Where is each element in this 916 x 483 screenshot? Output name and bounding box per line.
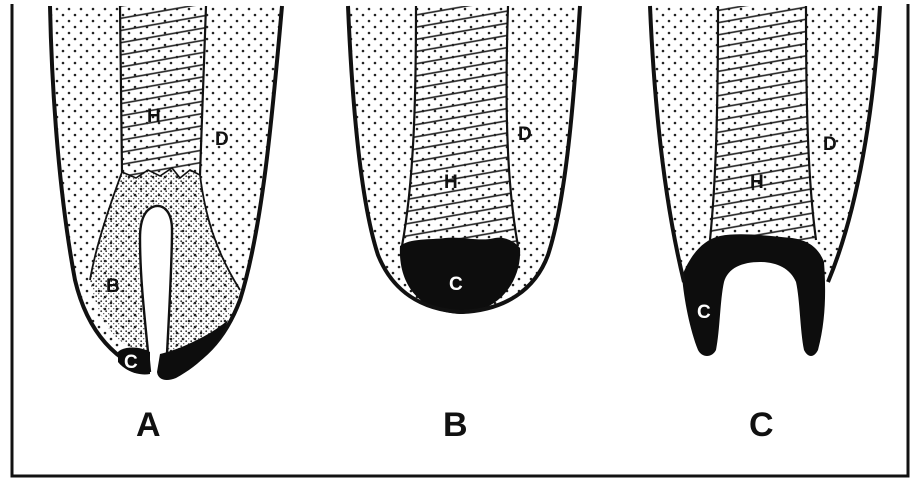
panel-b-label-h: H	[444, 172, 458, 193]
panel-a-label-h: H	[147, 106, 161, 127]
panel-b-label-d: D	[518, 124, 532, 145]
panel-c-label-h: H	[750, 172, 764, 193]
panel-a-label-b: B	[106, 276, 120, 297]
panel-b: H D C B	[348, 6, 580, 444]
panel-b-caption: B	[443, 406, 468, 444]
panel-c: H D C C	[650, 6, 880, 444]
panel-b-label-c: C	[449, 274, 463, 295]
panel-b-pulp-hatched	[402, 6, 518, 246]
panel-a-caption: A	[136, 406, 161, 444]
panel-a-label-d: D	[215, 129, 229, 150]
panel-a: H D B C A	[50, 6, 282, 444]
panel-c-label-d: D	[823, 134, 837, 155]
panel-c-calcified-cap	[682, 234, 825, 356]
panel-c-pulp-hatched	[710, 6, 816, 240]
panel-c-caption: C	[749, 406, 774, 444]
panel-c-label-c: C	[697, 302, 711, 323]
panel-a-pulp-hatched	[120, 6, 206, 178]
panel-a-label-c: C	[124, 352, 138, 373]
